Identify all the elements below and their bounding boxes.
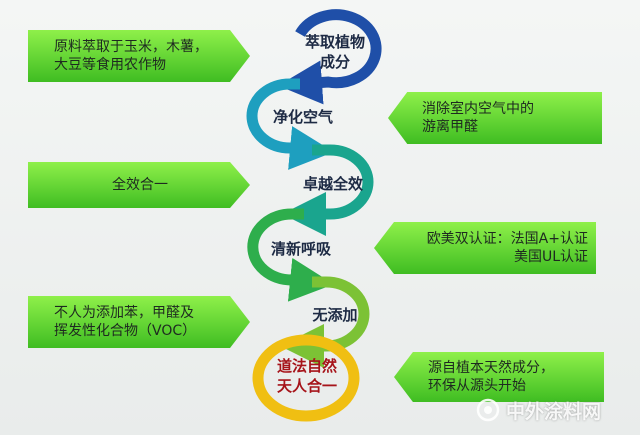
step-4-label: 清新呼吸: [270, 240, 331, 258]
panel-no-additives-text: 不人为添加苯，甲醛及 挥发性化合物（VOC）: [54, 305, 197, 339]
watermark-logo-icon: [476, 398, 500, 422]
panel-natural: 源自植本天然成分， 环保从源头开始: [394, 352, 604, 402]
step-arc-2: [246, 78, 334, 170]
panel-certification: 欧美双认证：法国A+认证 美国UL认证: [374, 222, 596, 274]
watermark: 中外涂料网: [476, 392, 636, 428]
panel-certification-line-2: 美国UL认证: [513, 249, 588, 265]
step-1-label: 萃取植物 成分: [304, 33, 365, 71]
panel-all-in-one-text: 全效合一: [112, 177, 168, 193]
step-ring-6: [252, 334, 360, 422]
step-2-label: 净化空气: [272, 108, 333, 126]
step-5-label: 无添加: [312, 306, 358, 324]
step-6-label: 道法自然 天人合一: [276, 357, 337, 395]
step-arc-3: [282, 144, 374, 236]
panel-raw-material-text: 原料萃取于玉米，木薯， 大豆等食用农作物: [54, 39, 208, 73]
panel-formaldehyde-text: 消除室内空气中的 游离甲醛: [422, 101, 534, 135]
watermark-text: 中外涂料网: [506, 400, 602, 423]
step-3-label: 卓越全效: [302, 175, 363, 193]
panel-raw-material: 原料萃取于玉米，木薯， 大豆等食用农作物: [28, 30, 250, 82]
panel-all-in-one: 全效合一: [28, 162, 250, 208]
panel-no-additives: 不人为添加苯，甲醛及 挥发性化合物（VOC）: [28, 296, 250, 348]
panel-natural-text: 源自植本天然成分， 环保从源头开始: [428, 360, 554, 394]
panel-formaldehyde: 消除室内空气中的 游离甲醛: [388, 92, 602, 144]
step-arc-1: [278, 9, 382, 105]
step-arc-4: [247, 208, 334, 302]
panel-certification-line-1: 欧美双认证：法国A+认证: [426, 231, 588, 247]
